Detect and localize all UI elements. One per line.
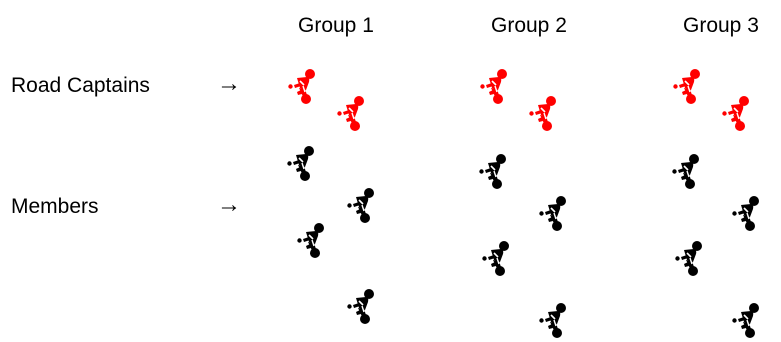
- member-rider-icon: [344, 288, 380, 324]
- member-rider-icon: [476, 153, 512, 189]
- member-rider-icon: [536, 195, 572, 231]
- member-rider-icon: [294, 222, 330, 258]
- road-captain-rider-icon: [670, 68, 706, 104]
- members-arrow-icon: →: [217, 191, 241, 218]
- member-rider-icon: [729, 302, 765, 338]
- group-1-header: Group 1: [298, 14, 374, 37]
- member-rider-icon: [284, 145, 320, 181]
- road-captain-rider-icon: [526, 95, 562, 131]
- member-rider-icon: [729, 195, 765, 231]
- road-captain-rider-icon: [334, 95, 370, 131]
- member-rider-icon: [344, 187, 380, 223]
- road-captain-rider-icon: [285, 68, 321, 104]
- group-2-header: Group 2: [491, 14, 567, 37]
- road-captain-rider-icon: [719, 95, 755, 131]
- road-captains-label: Road Captains: [11, 74, 150, 97]
- group-3-header: Group 3: [683, 14, 759, 37]
- member-rider-icon: [536, 302, 572, 338]
- road-captains-arrow-icon: →: [217, 70, 241, 97]
- member-rider-icon: [669, 153, 705, 189]
- members-label: Members: [11, 195, 99, 218]
- member-rider-icon: [672, 240, 708, 276]
- member-rider-icon: [479, 240, 515, 276]
- road-captain-rider-icon: [477, 68, 513, 104]
